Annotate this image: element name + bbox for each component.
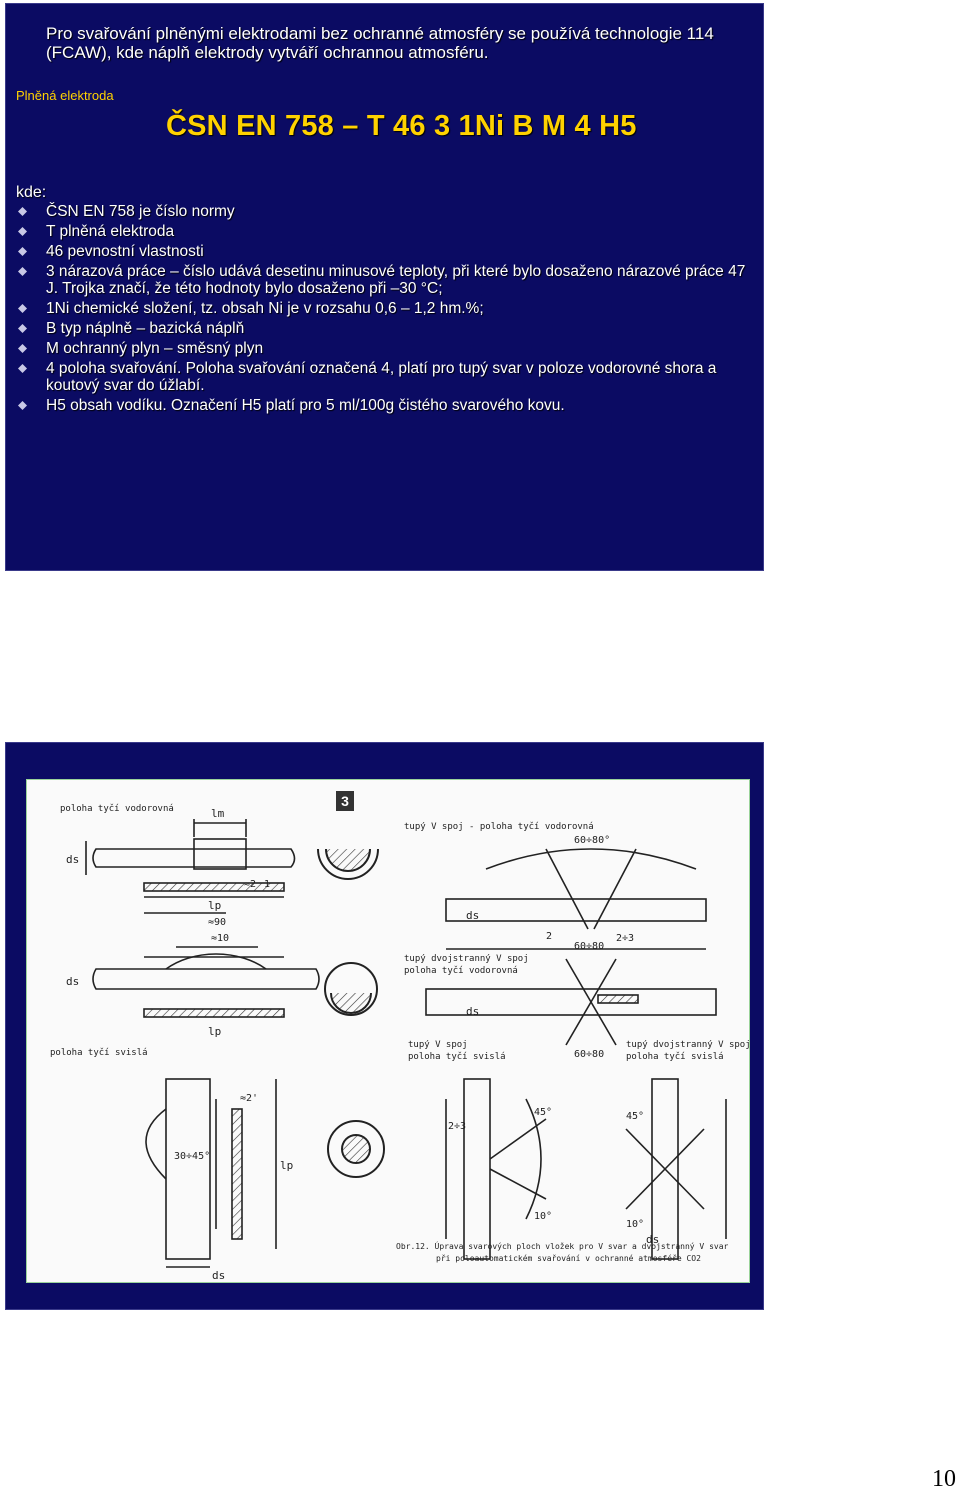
- figure-badge: [336, 791, 354, 811]
- cross-section-3: [327, 1120, 385, 1178]
- list-item: B typ náplně – bazická náplň: [16, 320, 746, 337]
- dim-3045: 30÷45°: [174, 1151, 210, 1162]
- dim-2q: ≈2': [240, 1093, 258, 1104]
- dim-angle-3: 60÷80: [574, 1049, 604, 1060]
- label-bl-title: poloha tyčí svislá: [50, 1047, 148, 1058]
- caption-line-1: Obr.12. Úprava svarových ploch vložek pr…: [396, 1240, 729, 1251]
- cross-section-1: [317, 848, 379, 880]
- slide-text: Pro svařování plněnými elektrodami bez o…: [5, 3, 764, 571]
- list-item: M ochranný plyn – směsný plyn: [16, 340, 746, 357]
- dim-lp-2: lp: [208, 1025, 221, 1038]
- page-number: 10: [932, 1466, 956, 1492]
- dim-lp-1: lp: [208, 899, 221, 912]
- dim-45-2: 45°: [626, 1111, 644, 1122]
- label-br-title-2: poloha tyčí svislá: [626, 1051, 724, 1062]
- list-item: 3 nárazová práce – číslo udává desetinu …: [16, 263, 746, 297]
- horizontal-rod-drawing-2: [92, 946, 320, 1018]
- dim-ds-5: ds: [466, 1005, 479, 1018]
- dim-ds-3: ds: [212, 1269, 225, 1282]
- bullet-icon: [18, 401, 27, 410]
- dim-angle-1: 60÷80°: [574, 835, 610, 846]
- slide-figure: 3 poloha tyčí vodorovná lm ds lp ≈90 ≈2 …: [5, 742, 764, 1310]
- list-item: T plněná elektroda: [16, 223, 746, 240]
- label-bm-title-1: tupý V spoj: [408, 1040, 468, 1050]
- v-joint-vertical: [445, 1078, 547, 1260]
- drawing-svg: 3 poloha tyčí vodorovná lm ds lp ≈90 ≈2 …: [26, 779, 750, 1283]
- caption-line-2: při poloautomatickém svařování v ochrann…: [436, 1253, 701, 1263]
- bullet-icon: [18, 227, 27, 236]
- dim-10deg-2: 10°: [626, 1219, 644, 1230]
- slide-title: ČSN EN 758 – T 46 3 1Ni B M 4 H5: [166, 110, 637, 142]
- dim-lp-3: lp: [280, 1159, 293, 1172]
- section-label: Plněná elektroda: [16, 88, 114, 103]
- dim-23-2: 2÷3: [448, 1121, 466, 1132]
- dim-ds-6: ds: [646, 1233, 659, 1246]
- dim-1: 1: [264, 879, 270, 890]
- dim-2b: 2: [546, 931, 552, 942]
- horizontal-rod-drawing: [85, 819, 296, 914]
- list-item: ČSN EN 758 je číslo normy: [16, 203, 746, 220]
- technical-drawing: 3 poloha tyčí vodorovná lm ds lp ≈90 ≈2 …: [26, 779, 750, 1283]
- dim-ds-4: ds: [466, 909, 479, 922]
- definition-list: ČSN EN 758 je číslo normy T plněná elekt…: [16, 203, 746, 417]
- intro-text: Pro svařování plněnými elektrodami bez o…: [46, 24, 714, 62]
- kde-label: kde:: [16, 184, 47, 201]
- list-item: H5 obsah vodíku. Označení H5 platí pro 5…: [16, 397, 746, 414]
- dim-23-1: 2÷3: [616, 933, 634, 944]
- vertical-rod-drawing: [145, 1078, 277, 1268]
- svg-text:3: 3: [341, 793, 349, 809]
- bullet-icon: [18, 324, 27, 333]
- list-item: 4 poloha svařování. Poloha svařování ozn…: [16, 360, 746, 394]
- dim-90: ≈90: [208, 917, 226, 928]
- label-bm-title-2: poloha tyčí svislá: [408, 1051, 506, 1062]
- bullet-icon: [18, 304, 27, 313]
- bullet-icon: [18, 207, 27, 216]
- dim-10deg-1: 10°: [534, 1211, 552, 1222]
- dim-10: ≈10: [211, 933, 229, 944]
- list-item: 46 pevnostní vlastnosti: [16, 243, 746, 260]
- cross-section-2: [324, 962, 378, 1016]
- label-tr2-title-1: tupý dvojstranný V spoj: [404, 954, 529, 964]
- bullet-icon: [18, 364, 27, 373]
- label-tr-title: tupý V spoj - poloha tyčí vodorovná: [404, 821, 594, 832]
- bullet-icon: [18, 344, 27, 353]
- list-item: 1Ni chemické složení, tz. obsah Ni je v …: [16, 300, 746, 317]
- bullet-icon: [18, 267, 27, 276]
- dim-angle-2: 60÷80: [574, 941, 604, 952]
- dim-2: ≈2: [244, 879, 256, 890]
- v-joint-horizontal: [445, 848, 707, 950]
- label-tr2-title-2: poloha tyčí vodorovná: [404, 965, 518, 976]
- double-v-joint-horizontal: [425, 958, 717, 1046]
- double-v-joint-vertical: [625, 1078, 727, 1260]
- label-br-title-1: tupý dvojstranný V spoj: [626, 1040, 750, 1050]
- dim-lm: lm: [211, 807, 225, 820]
- dim-ds-1: ds: [66, 853, 79, 866]
- dim-ds-2: ds: [66, 975, 79, 988]
- bullet-icon: [18, 247, 27, 256]
- dim-45-1: 45°: [534, 1107, 552, 1118]
- label-tl-title: poloha tyčí vodorovná: [60, 803, 174, 814]
